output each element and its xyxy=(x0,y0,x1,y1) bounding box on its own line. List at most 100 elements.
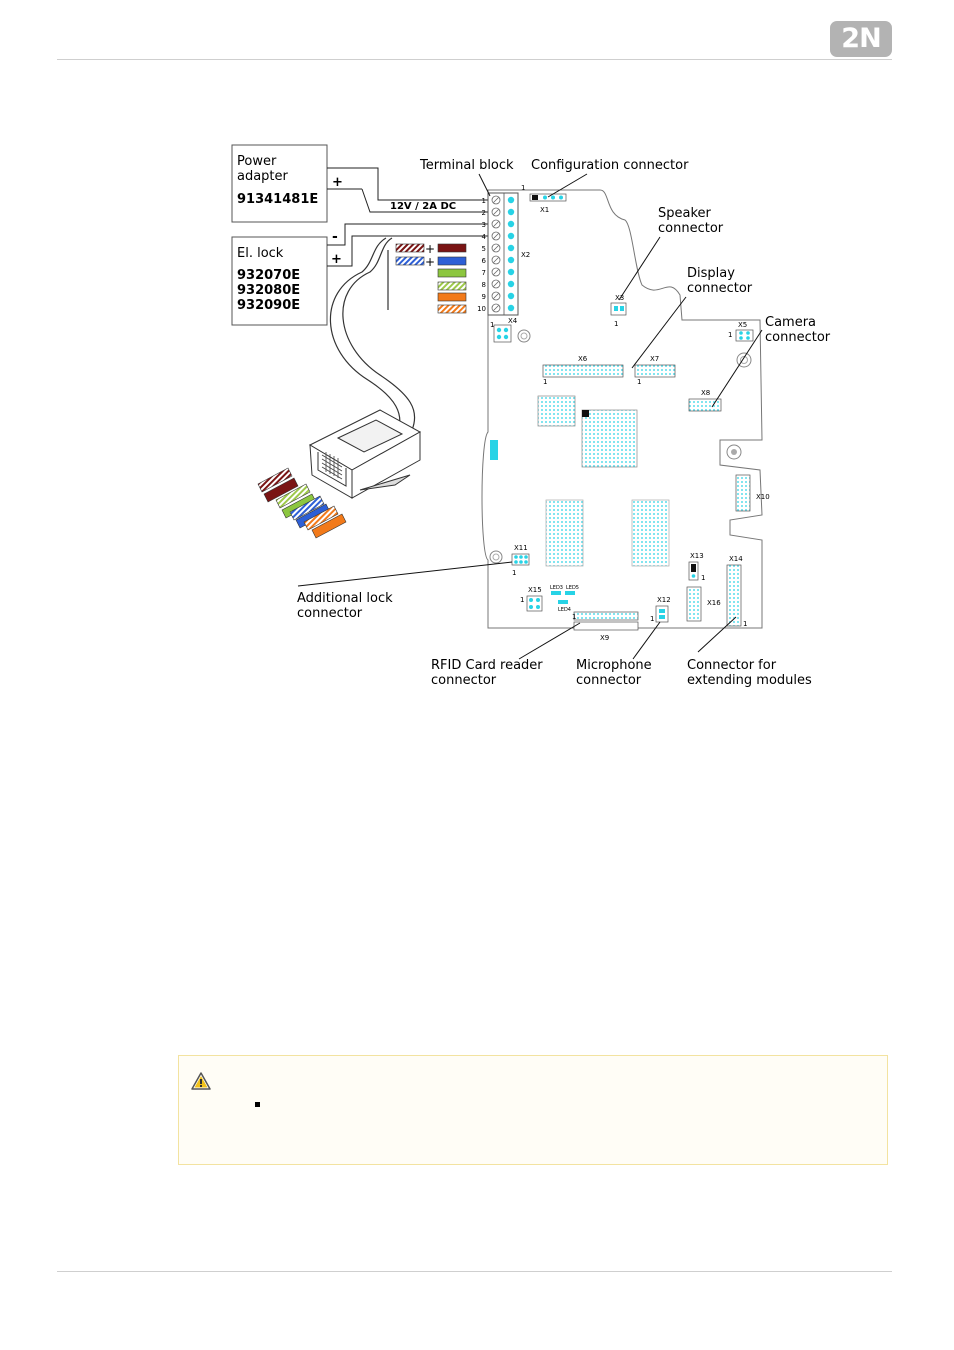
callout-display-1: Display xyxy=(687,266,735,281)
terminal-screw-slot xyxy=(493,233,499,239)
label-x14-pin: 1 xyxy=(743,620,747,628)
ethernet-cable xyxy=(329,237,416,433)
label-x7: X7 xyxy=(650,355,659,363)
terminal-pin xyxy=(507,244,515,252)
label-x11: X11 xyxy=(514,544,528,552)
terminal-screw-slot xyxy=(493,245,499,251)
terminal-number: 9 xyxy=(482,293,486,301)
terminal-pin xyxy=(507,196,515,204)
supply-label: 12V / 2A DC xyxy=(390,201,456,212)
callout-camera-1: Camera xyxy=(765,315,816,330)
label-x5: X5 xyxy=(738,321,747,329)
callout-speaker-1: Speaker xyxy=(658,206,712,221)
swatch-plus-2: + xyxy=(425,255,435,269)
warning-box xyxy=(178,1055,888,1165)
label-x5-pin: 1 xyxy=(728,331,732,339)
svg-text:91341481E: 91341481E xyxy=(237,192,318,207)
rj45-plug xyxy=(308,409,422,499)
terminal-screw-slot xyxy=(493,305,499,311)
connector-x4 xyxy=(493,324,531,343)
memory-chip-left xyxy=(545,499,584,567)
loose-wires xyxy=(257,467,347,539)
callout-microphone-1: Microphone xyxy=(576,658,652,673)
label-led3: LED3 xyxy=(550,585,563,591)
callout-camera-2: connector xyxy=(765,330,831,345)
warning-icon xyxy=(191,1072,211,1090)
wire-color-legend xyxy=(395,243,467,314)
label-led5: LED5 xyxy=(566,585,579,591)
label-x13: X13 xyxy=(690,552,704,560)
chip-small xyxy=(537,395,576,427)
power-adapter-box: Power adapter 91341481E xyxy=(231,144,328,223)
connector-x7 xyxy=(634,364,676,378)
terminal-number: 2 xyxy=(482,209,486,217)
terminal-pin xyxy=(507,268,515,276)
connector-x5 xyxy=(735,329,754,368)
svg-text:932080E: 932080E xyxy=(237,283,300,298)
cpu-chip xyxy=(581,409,638,468)
lock-minus-sign: - xyxy=(332,229,338,245)
callout-terminal-block: Terminal block xyxy=(419,158,514,173)
terminal-pin xyxy=(507,208,515,216)
label-x10: X10 xyxy=(756,493,770,501)
terminal-number: 5 xyxy=(482,245,486,253)
connector-x10 xyxy=(735,474,751,512)
terminal-number: 6 xyxy=(482,257,487,265)
connector-x11 xyxy=(489,550,530,566)
terminal-number: 10 xyxy=(477,305,486,313)
connector-x9 xyxy=(573,611,639,631)
connector-x16 xyxy=(686,586,702,622)
terminal-screw-slot xyxy=(493,281,499,287)
connector-x3 xyxy=(610,302,627,316)
callout-configuration-connector: Configuration connector xyxy=(531,158,689,173)
terminal-pin xyxy=(507,280,515,288)
label-x14: X14 xyxy=(729,555,743,563)
supply-wires xyxy=(327,167,488,267)
connector-x1 xyxy=(529,193,567,202)
connector-x12 xyxy=(655,605,669,623)
label-x4: X4 xyxy=(508,317,518,325)
label-x1: X1 xyxy=(540,206,549,214)
label-x2: X2 xyxy=(521,251,530,259)
connector-x8 xyxy=(688,398,722,412)
terminal-screw-slot xyxy=(493,221,499,227)
label-x12: X12 xyxy=(657,596,671,604)
label-x8: X8 xyxy=(701,389,710,397)
connector-x6 xyxy=(542,364,624,378)
header-divider xyxy=(57,59,892,60)
label-x9-pin: 1 xyxy=(572,613,576,621)
connector-x13 xyxy=(688,561,699,581)
svg-text:El. lock: El. lock xyxy=(237,246,284,261)
terminal-screw-slot xyxy=(493,257,499,263)
terminal-number: 8 xyxy=(482,281,486,289)
label-x3-pin: 1 xyxy=(614,320,618,328)
callout-extending-1: Connector for xyxy=(687,658,777,673)
label-led4: LED4 xyxy=(558,607,571,613)
terminal-screw-slot xyxy=(493,293,499,299)
connector-x14 xyxy=(726,564,742,627)
led-group xyxy=(551,591,575,604)
svg-text:adapter: adapter xyxy=(237,169,289,184)
callout-additional-lock-1: Additional lock xyxy=(297,591,393,606)
terminal-number: 4 xyxy=(482,233,487,241)
callout-rfid-2: connector xyxy=(431,673,497,688)
brand-logo: 2N xyxy=(830,21,892,57)
terminal-screw-slot xyxy=(493,209,499,215)
callout-display-2: connector xyxy=(687,281,753,296)
label-x12-pin: 1 xyxy=(650,615,654,623)
terminal-pin xyxy=(507,232,515,240)
label-x15: X15 xyxy=(528,586,542,594)
svg-text:Power: Power xyxy=(237,154,277,169)
terminal-pin xyxy=(507,292,515,300)
label-x7-pin: 1 xyxy=(637,378,641,386)
el-lock-box: El. lock 932070E 932080E 932090E xyxy=(231,236,328,326)
terminal-pin xyxy=(507,304,515,312)
label-x6: X6 xyxy=(578,355,588,363)
terminal-pin xyxy=(507,256,515,264)
callout-rfid-1: RFID Card reader xyxy=(431,658,543,673)
label-x11-pin: 1 xyxy=(512,569,516,577)
label-x3: X3 xyxy=(615,294,624,302)
power-plus-sign: + xyxy=(332,175,343,190)
